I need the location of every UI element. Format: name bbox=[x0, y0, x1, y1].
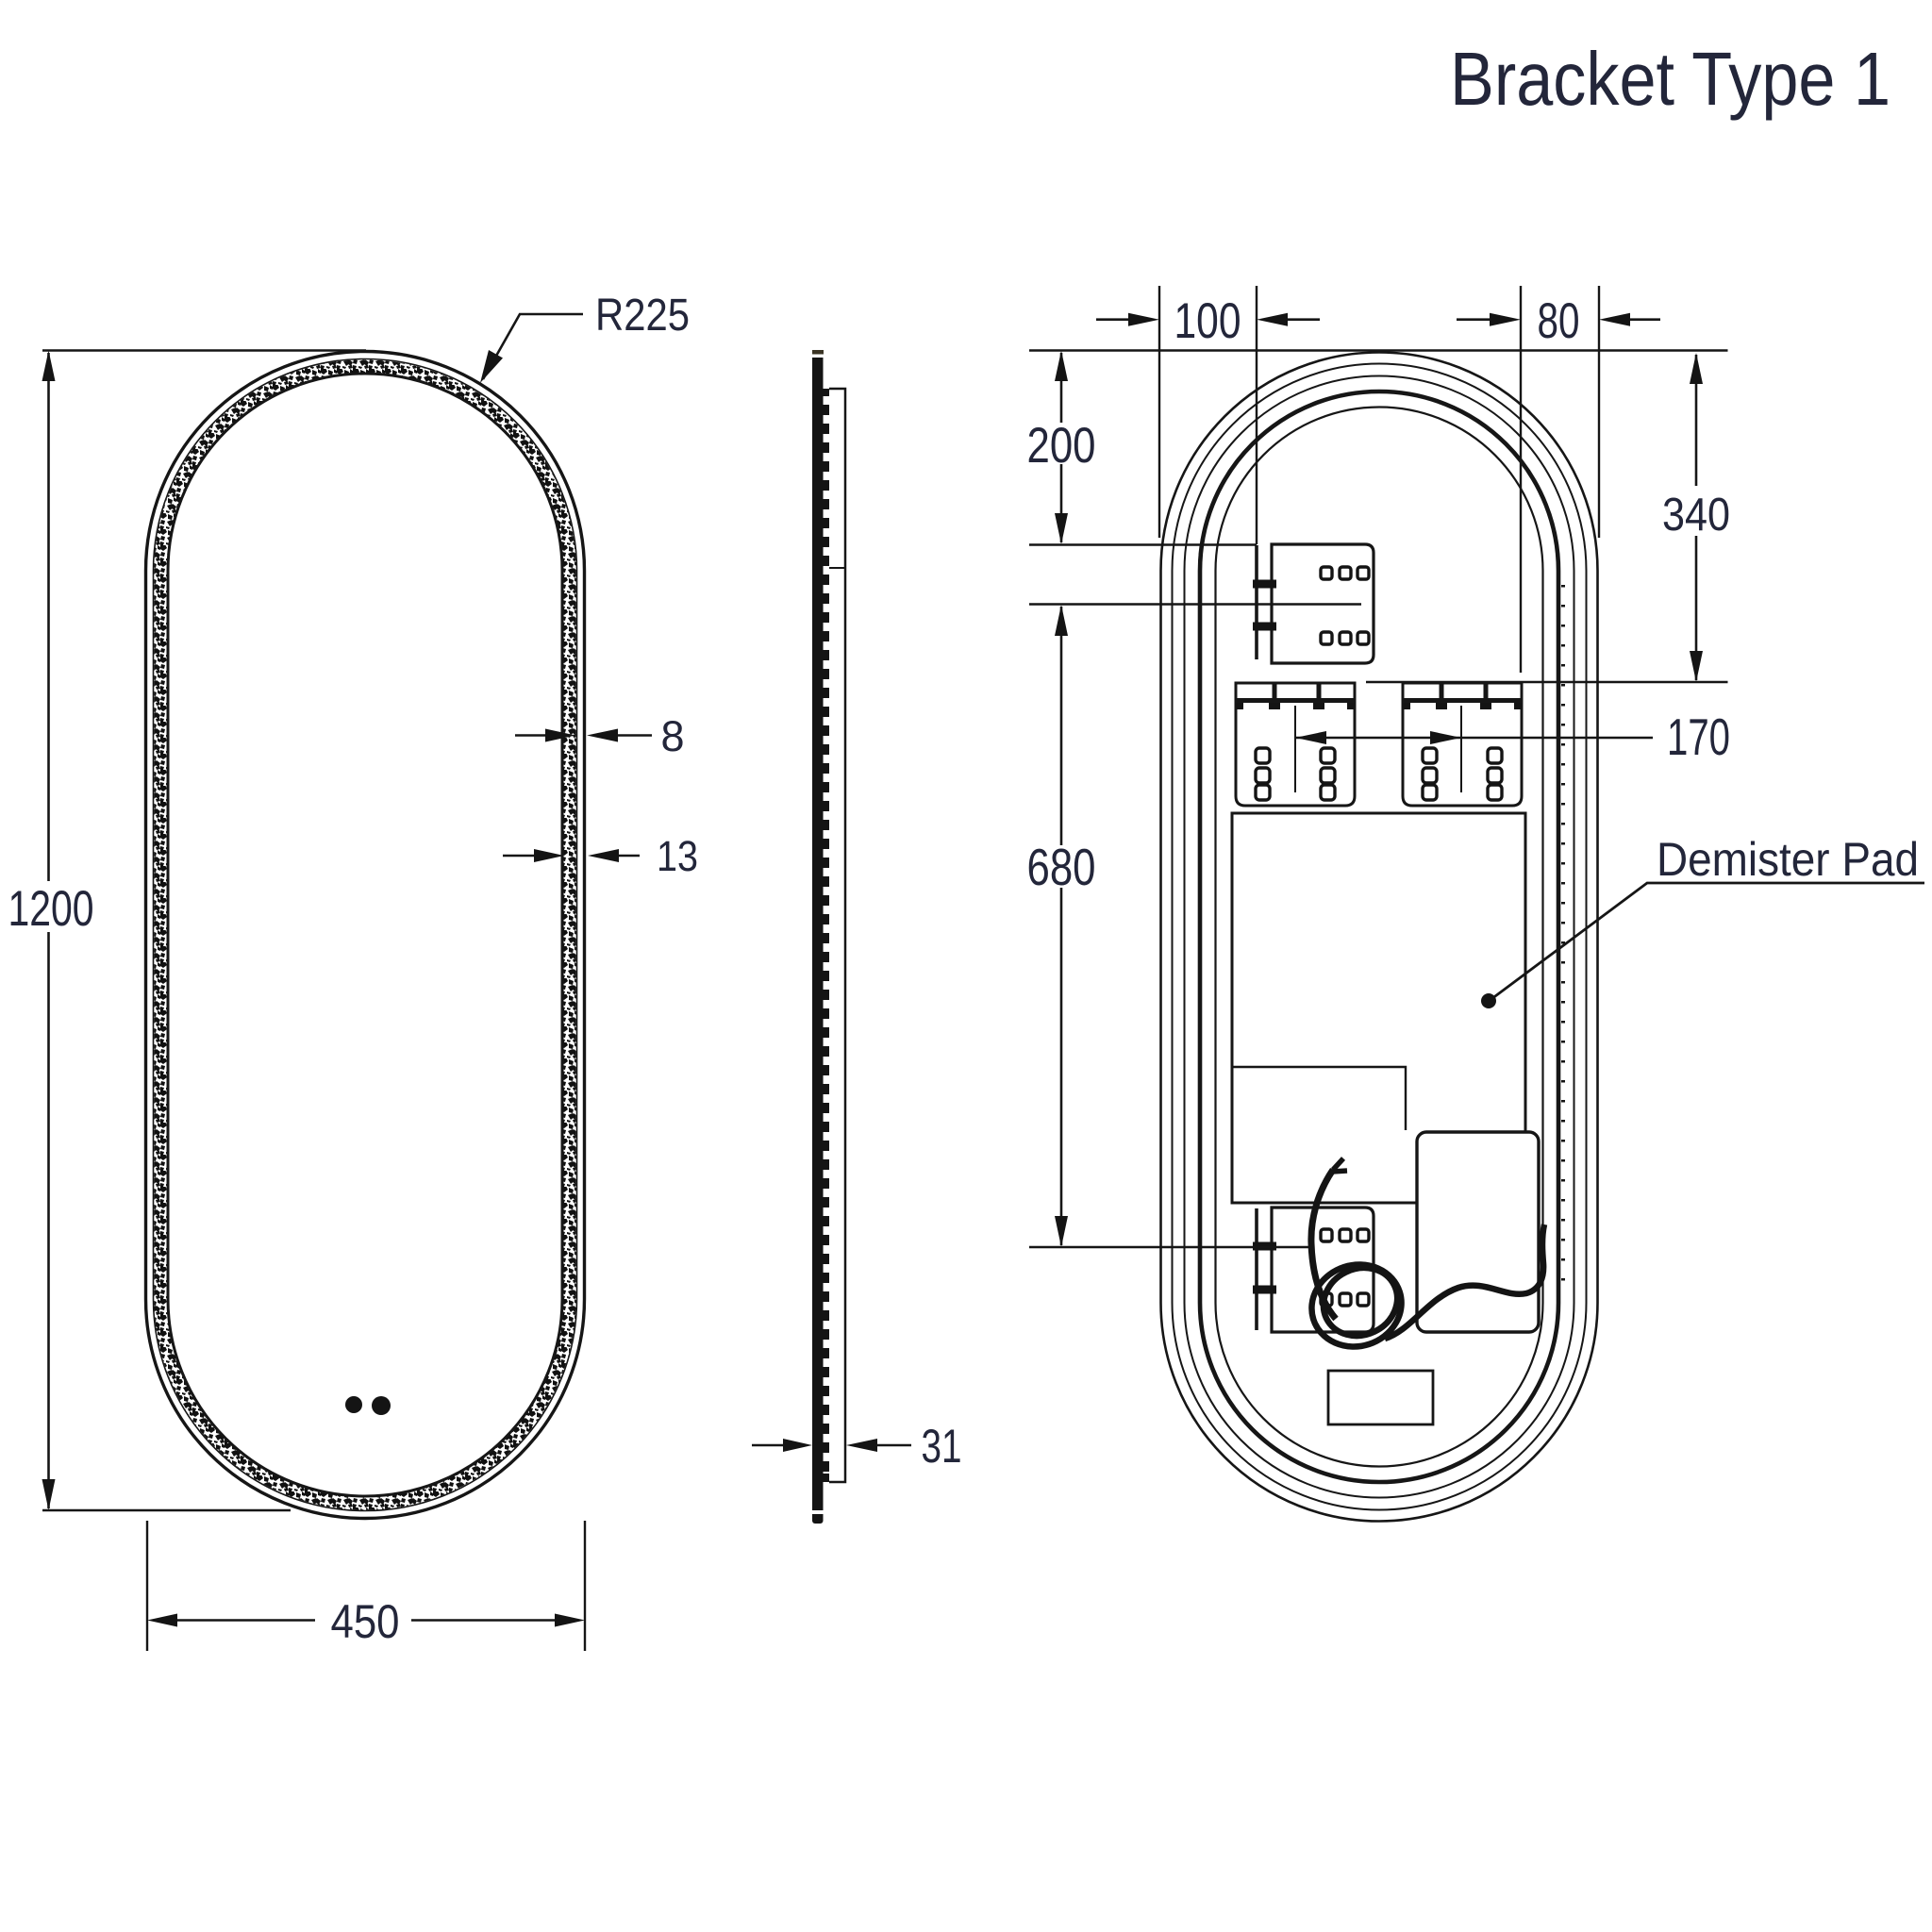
svg-text:1200: 1200 bbox=[8, 881, 94, 937]
svg-text:80: 80 bbox=[1538, 293, 1580, 349]
svg-text:200: 200 bbox=[1027, 418, 1096, 474]
svg-text:450: 450 bbox=[331, 1595, 400, 1648]
svg-text:340: 340 bbox=[1662, 490, 1730, 541]
svg-text:680: 680 bbox=[1027, 838, 1096, 896]
svg-text:Bracket Type 1: Bracket Type 1 bbox=[1450, 37, 1890, 121]
svg-text:100: 100 bbox=[1174, 293, 1241, 349]
svg-text:170: 170 bbox=[1667, 708, 1730, 766]
svg-text:8: 8 bbox=[660, 712, 684, 760]
svg-text:13: 13 bbox=[657, 832, 698, 880]
svg-text:31: 31 bbox=[922, 1420, 962, 1473]
svg-text:R225: R225 bbox=[595, 291, 690, 341]
svg-text:Demister Pad: Demister Pad bbox=[1657, 833, 1919, 886]
